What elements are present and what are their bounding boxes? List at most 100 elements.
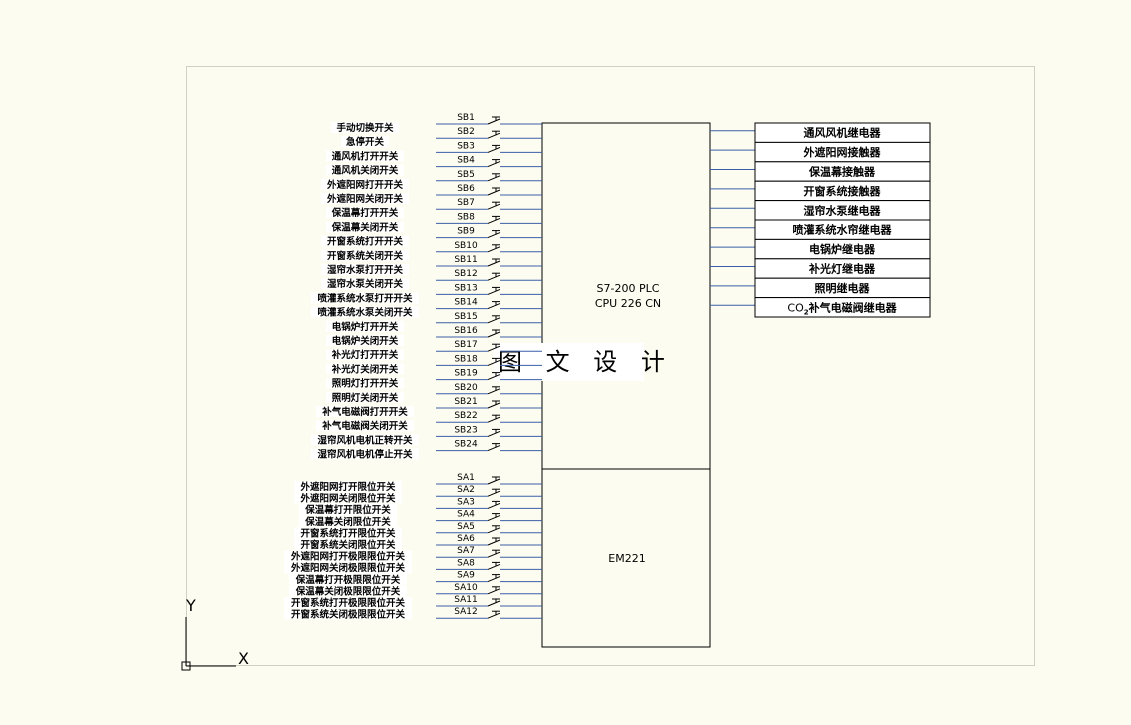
input-tag: SA7: [457, 546, 475, 556]
input-tag: SB18: [454, 354, 478, 364]
label-highlight: [289, 573, 407, 585]
input-tag: SA6: [457, 534, 475, 544]
plc-label-line1: S7-200 PLC: [597, 282, 660, 295]
em221-box: [541, 468, 711, 648]
label-highlight: [341, 136, 389, 148]
input-tag: SB3: [457, 141, 475, 151]
switch-blade: [487, 430, 501, 437]
input-tag: SB6: [457, 184, 475, 194]
input-label: 开窗系统关闭极限限位开关: [291, 609, 406, 621]
switch-blade: [487, 132, 501, 139]
input-label: 急停开关: [346, 136, 385, 148]
input-label: 补光灯关闭开关: [331, 363, 399, 375]
label-highlight: [321, 178, 409, 190]
input-tag: SB14: [454, 298, 478, 308]
input-tag: SB10: [454, 241, 478, 251]
input-label: 外遮阳网打开限位开关: [299, 481, 396, 493]
switch-blade: [487, 490, 501, 497]
label-highlight: [299, 504, 397, 516]
output-row: 湿帘水泵继电器: [710, 200, 931, 221]
label-highlight: [326, 164, 404, 176]
label-highlight: [321, 264, 409, 275]
input-tag: SA3: [457, 497, 475, 507]
input-label: 开窗系统关闭开关: [327, 250, 404, 262]
label-highlight: [326, 363, 404, 375]
output-row: 外遮阳网接触器: [710, 141, 931, 163]
input-label: 湿帘水泵关闭开关: [327, 278, 404, 290]
drawing-frame: [186, 66, 1035, 666]
input-row: SB13 喷灌系统水泵打开开关: [311, 283, 542, 304]
output-row: 照明继电器: [710, 277, 931, 299]
input-label: 补气电磁阀关闭开关: [321, 420, 408, 432]
plc-label-line2: CPU 226 CN: [595, 297, 661, 310]
switch-blade: [487, 374, 501, 381]
input-label: 喷灌系统水泵打开开关: [317, 292, 413, 304]
input-tag: SA8: [457, 558, 475, 568]
input-tag: SA12: [454, 607, 478, 617]
switch-blade: [487, 232, 501, 239]
input-label: 保温幕打开极限限位开关: [295, 574, 401, 586]
output-row: 补光灯继电器: [710, 258, 931, 279]
input-tag: SA1: [457, 473, 475, 483]
input-tag: SB16: [454, 326, 478, 336]
input-row: SB18 补光灯关闭开关: [326, 354, 542, 375]
input-tag: SB2: [457, 127, 475, 137]
input-tag: SB9: [457, 227, 475, 237]
switch-blade: [487, 527, 501, 534]
input-tag: SB21: [454, 397, 477, 407]
switch-blade: [487, 576, 501, 583]
output-label: 湿帘水泵继电器: [804, 203, 882, 217]
input-label: 补气电磁阀打开开关: [321, 406, 408, 418]
label-highlight: [294, 527, 402, 539]
input-tag: SA2: [457, 485, 475, 495]
input-label: 照明灯打开开关: [332, 378, 399, 390]
input-label: 电锅炉打开开关: [332, 321, 399, 333]
output-group: 通风风机继电器外遮阳网接触器保温幕接触器开窗系统接触器湿帘水泵继电器喷灌系统水帘…: [710, 122, 931, 318]
input-label: 喷灌系统水泵关闭开关: [317, 307, 413, 319]
input-tag: SB13: [454, 283, 477, 293]
label-highlight: [316, 420, 414, 432]
label-highlight: [311, 434, 419, 446]
input-tag: SB1: [457, 113, 475, 123]
output-box: [754, 297, 931, 318]
input-tag: SB15: [454, 312, 477, 322]
input-label: 外遮阳网关闭极限限位开关: [290, 562, 406, 574]
switch-blade: [487, 588, 501, 595]
input-tag: SA5: [457, 522, 475, 532]
input-tag: SB12: [454, 269, 477, 279]
input-tag: SB23: [454, 425, 477, 435]
input-tag: SB24: [454, 440, 478, 450]
switch-blade: [487, 388, 501, 395]
label-highlight: [289, 585, 407, 597]
label-highlight: [326, 377, 404, 389]
input-row: SA1 外遮阳网打开限位开关: [294, 473, 542, 493]
label-highlight: [299, 515, 397, 527]
input-row: SB2 急停开关: [341, 127, 542, 148]
input-tag: SB8: [457, 212, 475, 222]
switch-blade: [487, 161, 501, 168]
output-label: 电锅炉继电器: [809, 242, 876, 256]
switch-blade: [487, 203, 501, 210]
label-highlight: [311, 292, 419, 304]
output-row: 喷灌系统水帘继电器: [710, 219, 931, 240]
axis-y-label: Y: [185, 596, 196, 615]
label-highlight: [284, 550, 412, 562]
switch-blade: [487, 146, 501, 153]
input-label: 外遮阳网打开开关: [326, 179, 404, 191]
input-tag: SB7: [457, 198, 475, 208]
label-highlight: [326, 349, 404, 361]
input-label: 外遮阳网关闭开关: [326, 193, 404, 205]
